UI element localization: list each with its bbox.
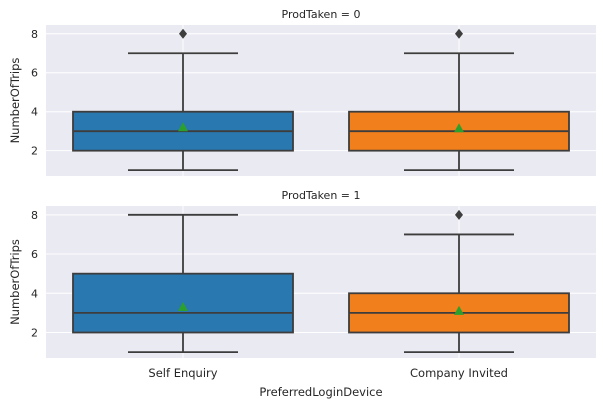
panel-prodtaken-0: 2 4 6 8 ProdTaken = 0 NumberOfTrips bbox=[8, 8, 596, 176]
mean-marker bbox=[454, 305, 464, 315]
x-tick-label: Self Enquiry bbox=[148, 366, 217, 380]
y-tick-label: 6 bbox=[31, 248, 38, 261]
y-tick-label: 6 bbox=[31, 67, 38, 80]
panel-title: ProdTaken = 1 bbox=[282, 189, 361, 202]
y-tick-label: 8 bbox=[31, 28, 38, 41]
y-tick-label: 2 bbox=[31, 145, 38, 158]
y-tick-label: 4 bbox=[31, 287, 38, 300]
panel-title: ProdTaken = 0 bbox=[282, 8, 361, 21]
x-tick-label: Company Invited bbox=[410, 366, 508, 380]
outlier-point bbox=[455, 209, 463, 220]
mean-marker bbox=[454, 123, 464, 133]
mean-marker bbox=[178, 122, 188, 132]
y-axis-label: NumberOfTrips bbox=[8, 239, 22, 325]
y-tick-label: 2 bbox=[31, 327, 38, 340]
y-tick-label: 8 bbox=[31, 209, 38, 222]
outlier-point bbox=[455, 28, 463, 39]
y-tick-label: 4 bbox=[31, 106, 38, 119]
plot-background bbox=[46, 25, 596, 176]
outlier-point bbox=[179, 28, 187, 39]
mean-marker bbox=[178, 302, 188, 312]
x-axis-label: PreferredLoginDevice bbox=[259, 385, 382, 399]
y-axis-label: NumberOfTrips bbox=[8, 58, 22, 144]
